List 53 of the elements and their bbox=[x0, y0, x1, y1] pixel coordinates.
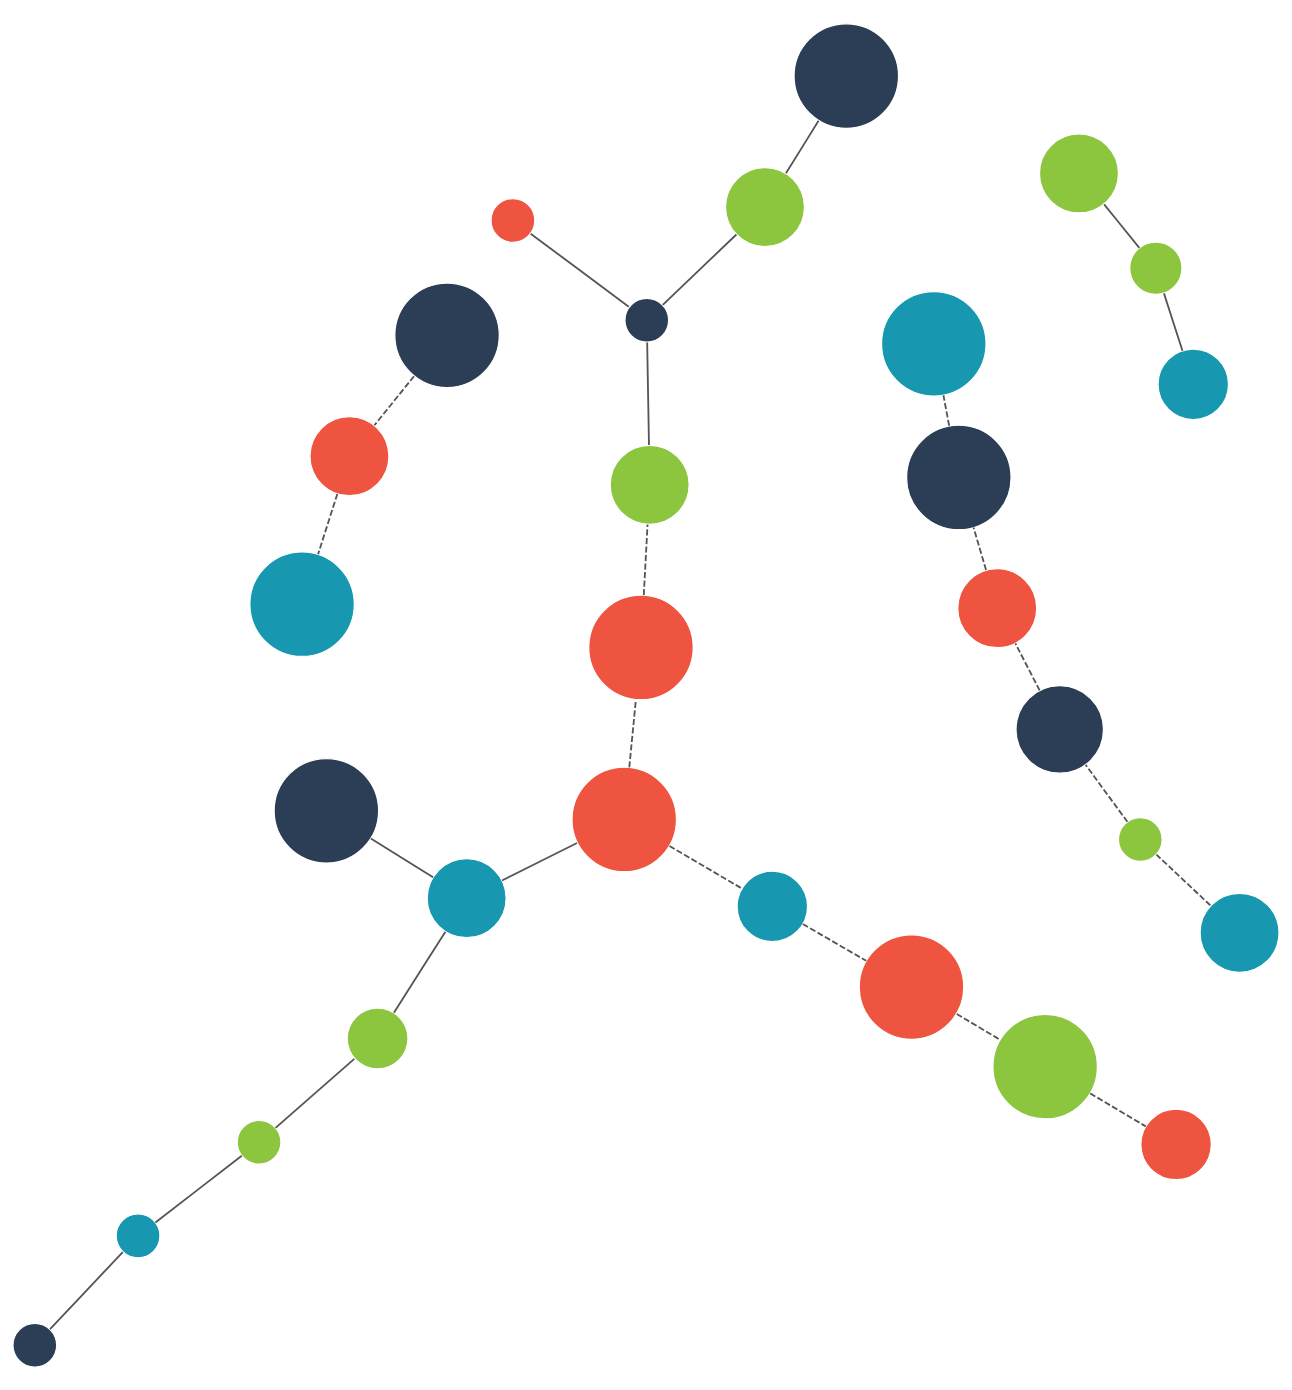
node-circle bbox=[571, 766, 678, 872]
connector bbox=[393, 930, 447, 1014]
connector bbox=[955, 1012, 1001, 1041]
connector bbox=[1155, 853, 1212, 906]
connector bbox=[646, 341, 650, 446]
node-circle bbox=[736, 870, 809, 942]
connector bbox=[668, 844, 743, 889]
node-circle bbox=[880, 290, 987, 397]
node-circle bbox=[624, 297, 670, 343]
connector bbox=[274, 1057, 356, 1129]
connector bbox=[972, 526, 987, 571]
node-circle bbox=[426, 857, 507, 938]
node-circle bbox=[273, 757, 380, 864]
node-circle bbox=[1129, 240, 1183, 295]
connector bbox=[1084, 763, 1129, 823]
connector bbox=[369, 837, 434, 878]
node-circle bbox=[1157, 348, 1230, 420]
connector bbox=[49, 1250, 124, 1330]
connector bbox=[785, 119, 820, 174]
connector bbox=[942, 393, 951, 427]
connector bbox=[642, 523, 649, 596]
node-circle bbox=[12, 1322, 58, 1368]
node-circle bbox=[957, 567, 1038, 648]
connector bbox=[1163, 291, 1184, 352]
node-circle bbox=[346, 1007, 409, 1069]
node-circle bbox=[724, 166, 806, 247]
node-circle bbox=[1015, 684, 1105, 774]
node-circle bbox=[1140, 1108, 1212, 1180]
connector bbox=[501, 841, 578, 881]
connector bbox=[154, 1154, 243, 1223]
connector bbox=[1089, 1092, 1147, 1127]
node-circle bbox=[115, 1212, 161, 1258]
connector bbox=[801, 922, 868, 962]
node-circle bbox=[793, 22, 900, 129]
node-circle bbox=[309, 415, 390, 496]
node-circle bbox=[236, 1119, 282, 1165]
node-circle bbox=[1038, 132, 1120, 213]
node-circle bbox=[490, 197, 536, 243]
node-circle bbox=[609, 444, 690, 525]
node-circle bbox=[906, 424, 1012, 530]
connector bbox=[317, 492, 339, 555]
connector bbox=[1014, 642, 1041, 691]
connector bbox=[373, 374, 415, 426]
connector bbox=[529, 232, 630, 308]
node-circle bbox=[588, 594, 694, 700]
node-circle bbox=[992, 1013, 1098, 1119]
node-circle bbox=[249, 550, 355, 657]
connector bbox=[661, 233, 738, 306]
node-circle bbox=[394, 281, 500, 388]
connector bbox=[1103, 203, 1141, 249]
node-circle bbox=[1117, 816, 1163, 862]
node-circle bbox=[1199, 892, 1280, 973]
node-circle bbox=[858, 933, 965, 1040]
